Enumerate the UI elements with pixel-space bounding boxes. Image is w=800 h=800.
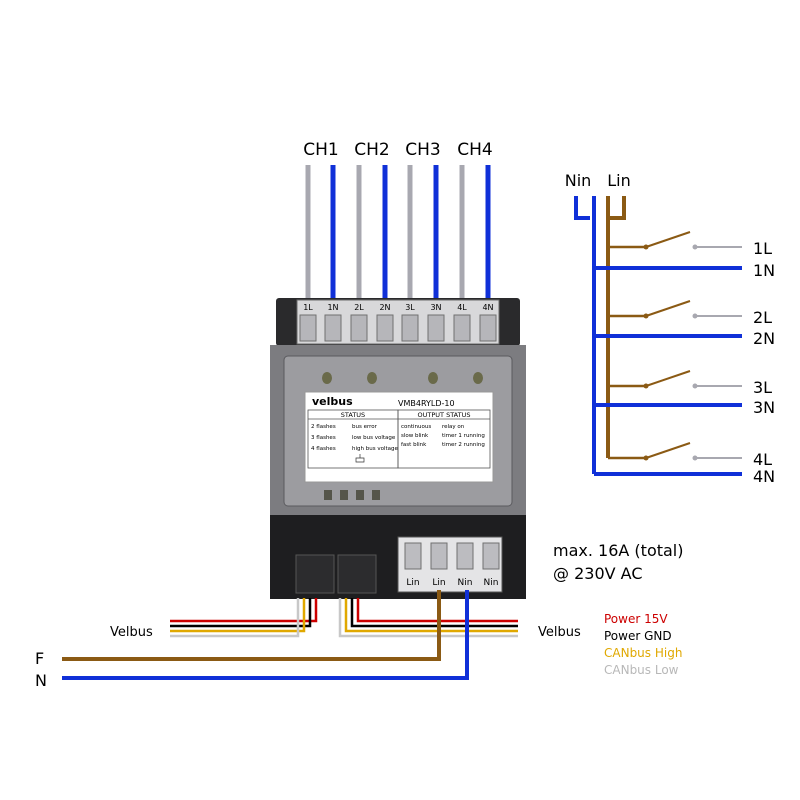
legend-canbus-low: CANbus Low bbox=[604, 663, 679, 677]
schematic-output-4n: 4N bbox=[753, 467, 775, 486]
relay-contact-3 bbox=[608, 370, 742, 389]
relay-leds bbox=[322, 372, 483, 384]
schematic-output-1n: 1N bbox=[753, 261, 775, 280]
velbus-label-right: Velbus bbox=[538, 625, 581, 640]
schematic-output-1l: 1L bbox=[753, 239, 772, 258]
terminal-label-3n: 3N bbox=[430, 303, 441, 312]
velbus-cable-right bbox=[338, 598, 518, 638]
output-row-1-meaning: relay on bbox=[442, 424, 465, 430]
terminal-label-2l: 2L bbox=[354, 303, 364, 312]
schematic-output-3n: 3N bbox=[753, 398, 775, 417]
rating-line-2: @ 230V AC bbox=[553, 564, 643, 583]
channel-label-4: CH4 bbox=[457, 140, 492, 160]
channel-label-2: CH2 bbox=[354, 140, 389, 160]
schematic-output-2l: 2L bbox=[753, 308, 772, 327]
model-number: VMB4RYLD-10 bbox=[398, 399, 455, 408]
status-row-1-flashes: 2 flashes bbox=[311, 424, 336, 430]
brand-logo: velbus bbox=[312, 395, 353, 408]
bottom-terminal-label-1: Lin bbox=[406, 578, 419, 588]
terminal-label-4l: 4L bbox=[457, 303, 467, 312]
top-terminal-screws bbox=[299, 314, 497, 342]
legend-power-gnd: Power GND bbox=[604, 629, 672, 643]
bus-legend: Power 15V Power GND CANbus High CANbus L… bbox=[604, 612, 682, 677]
terminal-label-4n: 4N bbox=[482, 303, 493, 312]
terminal-label-1n: 1N bbox=[327, 303, 338, 312]
internal-schematic: Nin Lin bbox=[565, 171, 775, 486]
status-row-3-meaning: high bus voltage bbox=[352, 446, 398, 452]
top-terminal-labels: 1L 1N 2L 2N 3L 3N 4L 4N bbox=[303, 303, 493, 312]
status-row-1-meaning: bus error bbox=[352, 424, 378, 430]
legend-power-15v: Power 15V bbox=[604, 612, 668, 626]
status-row-3-flashes: 4 flashes bbox=[311, 446, 336, 452]
relay-contact-4 bbox=[608, 442, 742, 461]
output-status-header: OUTPUT STATUS bbox=[418, 411, 471, 419]
schematic-input-nin: Nin bbox=[565, 171, 592, 190]
schematic-output-3l: 3L bbox=[753, 378, 772, 397]
bus-connector-right[interactable] bbox=[337, 554, 377, 594]
output-row-2-meaning: timer 1 running bbox=[442, 433, 485, 439]
channel-label-3: CH3 bbox=[405, 140, 440, 160]
terminal-label-1l: 1L bbox=[303, 303, 313, 312]
channel-buttons[interactable] bbox=[324, 490, 380, 500]
schematic-output-2n: 2N bbox=[753, 329, 775, 348]
status-row-2-flashes: 3 flashes bbox=[311, 435, 336, 441]
velbus-cable-left bbox=[170, 598, 318, 638]
output-row-2-state: slow blink bbox=[401, 433, 429, 439]
bottom-terminal-label-4: Nin bbox=[484, 578, 499, 588]
channel-wires bbox=[305, 165, 491, 302]
terminal-label-2n: 2N bbox=[379, 303, 390, 312]
neutral-label: N bbox=[35, 671, 47, 690]
velbus-label-left: Velbus bbox=[110, 625, 153, 640]
status-row-2-meaning: low bus voltage bbox=[352, 435, 396, 441]
status-header: STATUS bbox=[341, 411, 365, 419]
relay-contact-2 bbox=[608, 300, 742, 319]
relay-contact-1 bbox=[608, 231, 742, 250]
channel-label-1: CH1 bbox=[303, 140, 338, 160]
bottom-terminal-label-3: Nin bbox=[458, 578, 473, 588]
schematic-input-lin: Lin bbox=[607, 171, 631, 190]
output-row-3-state: fast blink bbox=[401, 442, 427, 448]
phase-wire bbox=[62, 590, 441, 661]
bottom-terminal-screws bbox=[404, 542, 500, 570]
phase-label: F bbox=[35, 649, 44, 668]
status-label-card bbox=[304, 391, 494, 483]
terminal-label-3l: 3L bbox=[405, 303, 415, 312]
channel-labels: CH1 CH2 CH3 CH4 bbox=[303, 140, 492, 160]
output-row-3-meaning: timer 2 running bbox=[442, 442, 485, 448]
bottom-terminal-label-2: Lin bbox=[432, 578, 445, 588]
relay-module: 1L 1N 2L 2N 3L 3N 4L 4N velbus VMB4RYLD-… bbox=[270, 298, 526, 599]
rating-line-1: max. 16A (total) bbox=[553, 541, 684, 560]
schematic-output-4l: 4L bbox=[753, 450, 772, 469]
button-symbol-icon bbox=[355, 454, 365, 463]
neutral-wire bbox=[62, 590, 469, 680]
output-row-1-state: continuous bbox=[401, 424, 431, 430]
legend-canbus-high: CANbus High bbox=[604, 646, 682, 660]
bus-connector-left[interactable] bbox=[295, 554, 335, 594]
